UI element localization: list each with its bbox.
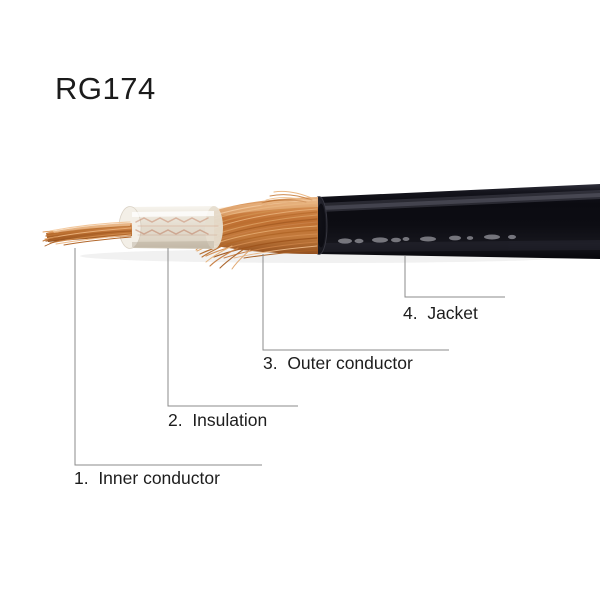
cable-part-insulation [118, 206, 223, 249]
callout-label-insulation: 2. Insulation [168, 410, 268, 430]
cable-part-outer-conductor [189, 190, 318, 270]
cable-part-jacket [310, 184, 600, 259]
callout-label-jacket: 4. Jacket [403, 303, 478, 323]
callout-label-inner-conductor: 1. Inner conductor [74, 468, 220, 488]
page-title: RG174 [55, 71, 156, 106]
callout-label-outer-conductor: 3. Outer conductor [263, 353, 413, 373]
cable-part-inner-conductor [42, 221, 132, 247]
jacket-print-marking [338, 234, 516, 244]
